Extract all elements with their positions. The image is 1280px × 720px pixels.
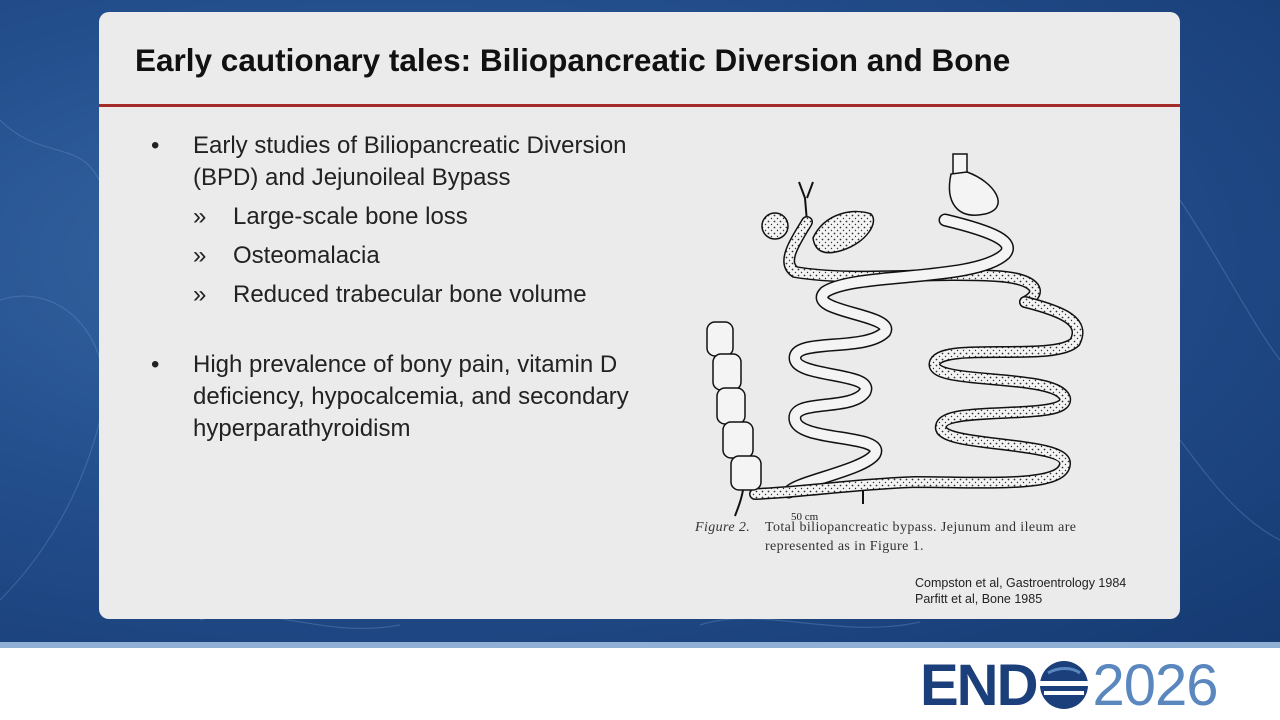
sub-bullet-marker: » bbox=[193, 203, 207, 230]
slide-title: Early cautionary tales: Biliopancreatic … bbox=[135, 42, 1011, 78]
background-network-decoration bbox=[0, 119, 1280, 629]
title-divider bbox=[99, 104, 1180, 107]
figure-caption: Figure 2. Total biliopancreatic bypass. J… bbox=[695, 518, 1135, 556]
citation-line: Compston et al, Gastroentrology 1984 bbox=[915, 576, 1127, 590]
sub-bullet-marker: » bbox=[193, 242, 207, 269]
gallbladder-drawing bbox=[761, 181, 814, 240]
globe-icon bbox=[1040, 661, 1089, 709]
logo-text-light: 2026 bbox=[1092, 652, 1218, 718]
bullet-list: • Early studies of Biliopancreatic Diver… bbox=[151, 130, 651, 445]
bullet-marker: • bbox=[151, 351, 160, 378]
bpd-anatomy-figure: 50 cm bbox=[706, 153, 1084, 522]
footer-accent-stripe bbox=[0, 642, 1280, 648]
scale-label: 50 cm bbox=[791, 511, 819, 522]
stomach-drawing bbox=[948, 153, 999, 216]
slide-card: Early cautionary tales: Biliopancreatic … bbox=[99, 12, 1180, 619]
pancreas-drawing bbox=[812, 210, 875, 254]
bullet-text: High prevalence of bony pain, vitamin D … bbox=[193, 351, 629, 442]
sub-bullet-text: Reduced trabecular bone volume bbox=[233, 281, 587, 308]
sub-bullet-item: » Reduced trabecular bone volume bbox=[151, 279, 651, 311]
bullet-item: • High prevalence of bony pain, vitamin … bbox=[151, 349, 651, 445]
bullet-item: • Early studies of Biliopancreatic Diver… bbox=[151, 130, 651, 194]
sub-bullet-marker: » bbox=[193, 281, 207, 308]
bullet-marker: • bbox=[151, 132, 160, 159]
sub-bullet-text: Large-scale bone loss bbox=[233, 203, 468, 230]
colon-drawing bbox=[706, 321, 762, 517]
common-channel-outline bbox=[749, 296, 1084, 500]
sub-bullet-text: Osteomalacia bbox=[233, 242, 380, 269]
sub-bullet-item: » Osteomalacia bbox=[151, 240, 651, 272]
endo-2026-logo: END 2026 bbox=[920, 652, 1219, 718]
logo-text-bold: END bbox=[920, 652, 1038, 718]
citation-line: Parfitt et al, Bone 1985 bbox=[915, 592, 1043, 606]
caption-label: Figure 2. bbox=[695, 520, 751, 535]
common-channel bbox=[750, 297, 1082, 499]
caption-line: represented as in Figure 1. bbox=[765, 539, 924, 554]
bullet-text: Early studies of Biliopancreatic Diversi… bbox=[193, 132, 627, 191]
caption-line: Total biliopancreatic bypass. Jejunum an… bbox=[765, 520, 1077, 535]
alimentary-limb bbox=[784, 215, 1013, 497]
citations: Compston et al, Gastroentrology 1984 Par… bbox=[915, 575, 1126, 607]
sub-bullet-item: » Large-scale bone loss bbox=[151, 201, 651, 233]
